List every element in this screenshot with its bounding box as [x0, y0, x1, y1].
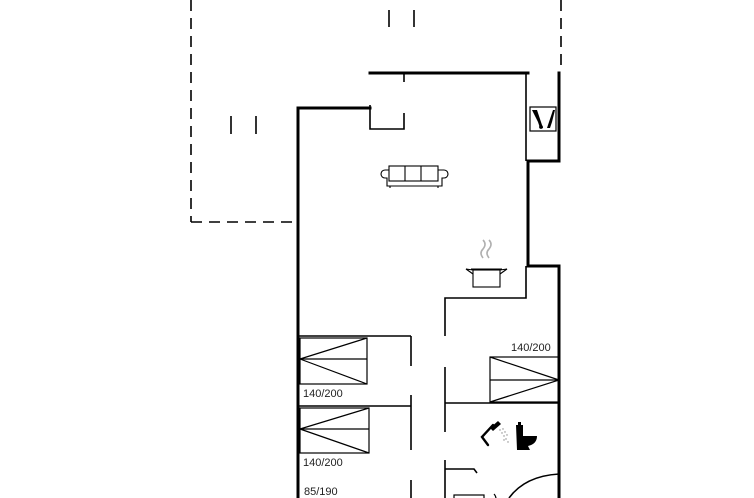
bed-label-left-top: 140/200: [303, 388, 343, 400]
bed-label-single: 85/190: [304, 486, 338, 498]
cooking-pot-icon: [465, 239, 508, 288]
terrace-markers: [230, 10, 415, 134]
bed-left-middle: [299, 407, 370, 454]
bed-right: [489, 356, 560, 403]
boots-icon: [529, 106, 557, 132]
bed-left-top: [299, 337, 368, 385]
door-swing-arc: [508, 473, 560, 498]
sofa-icon: [380, 165, 449, 188]
bed-label-left-middle: 140/200: [303, 457, 343, 469]
sink-icon: [453, 493, 497, 498]
interior-walls: [298, 73, 559, 498]
terrace-outline: [190, 0, 562, 223]
shower-toilet-icon: [480, 421, 537, 450]
bed-label-right: 140/200: [511, 342, 551, 354]
